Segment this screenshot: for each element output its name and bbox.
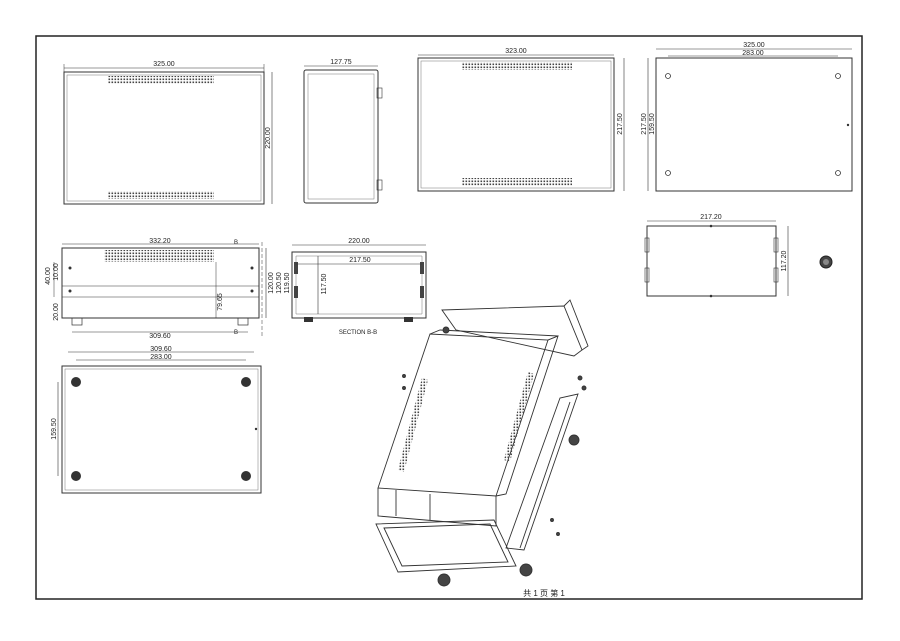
foot-icon [71,471,81,481]
dim-label: 217.50 [617,113,624,135]
dim-label: 323.00 [505,48,527,55]
dim-label: 120.00 [268,272,275,294]
section-mark: B [234,240,238,246]
exploded-isometric-view [375,299,589,587]
dim-label: 40.00 [45,267,52,285]
dim-label: 159.50 [51,418,58,440]
vent-grille [108,76,214,84]
section-view: 220.00 217.50 117.50 SECTION B-B [291,238,427,336]
dim-label: 127.75 [330,59,352,66]
foot-icon [241,377,251,387]
end-panel-view: 217.20 117.20 [644,214,833,298]
top-view-box: 325.00 220.00 [63,61,273,205]
dim-label: 325.00 [153,61,175,68]
dim-label: 159.50 [649,113,656,135]
mount-plate-view: 325.00 283.00 217.50 159.50 [641,42,853,192]
foot-icon [241,471,251,481]
side-view-narrow: 127.75 [303,59,383,204]
dim-label: 117.20 [781,250,788,271]
foot-icon [71,377,81,387]
dim-label: 332.20 [149,238,171,245]
dim-label: 117.50 [321,273,328,294]
vent-grille [108,191,214,199]
dim-label: 220.00 [348,238,370,245]
sheet-border [35,35,863,600]
dim-label: 120.50 [276,272,283,294]
dim-label: 20.00 [53,303,60,321]
vent-grille [462,62,572,70]
section-label: SECTION B-B [339,330,377,336]
dim-label: 309.60 [150,346,172,353]
dim-label: 79.65 [217,293,224,311]
sheet-footer: 共 1 页 第 1 [523,588,565,598]
front-elevation-view: 332.20 309.60 B B 120.00 120.50 119.50 7… [45,238,291,340]
dim-label: 10.00 [53,263,60,281]
dim-label: 220.00 [265,127,272,149]
vent-grille [104,250,214,262]
vent-grille [462,178,572,186]
dim-label: 283.00 [742,50,764,57]
section-mark: B [234,330,238,336]
dim-label: 119.50 [284,272,291,293]
dim-label: 325.00 [743,42,765,49]
dim-label: 217.50 [641,113,648,135]
dim-label: 217.20 [700,214,722,221]
dim-label: 283.00 [150,354,172,361]
dim-label: 309.60 [149,333,171,340]
bottom-plan-view: 309.60 283.00 159.50 [51,346,262,494]
top-panel-view: 323.00 217.50 [417,48,625,192]
dim-label: 217.50 [349,257,371,264]
